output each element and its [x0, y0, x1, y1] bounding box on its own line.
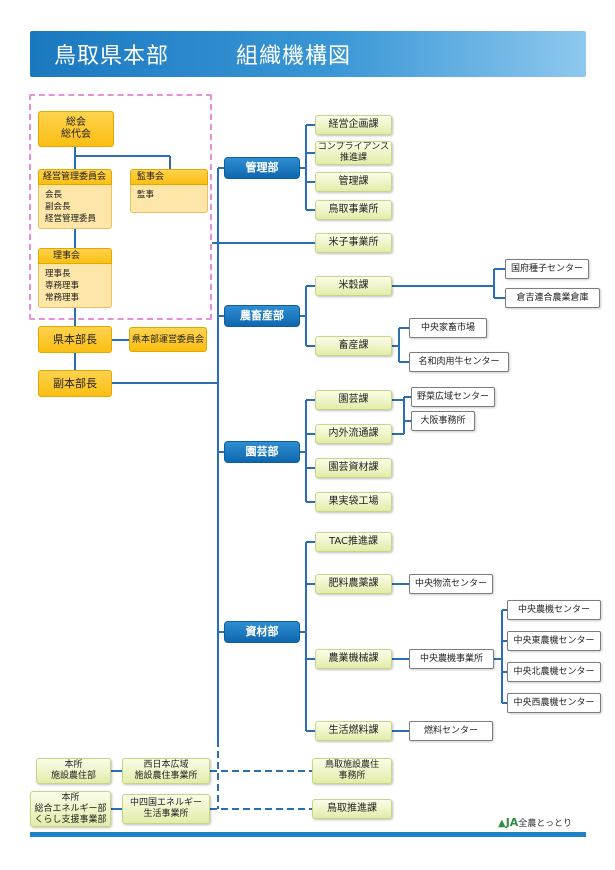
- management-committee-members: 会長 副会長 経営管理委員: [38, 185, 112, 229]
- ja-logo-icon: ▲: [498, 818, 506, 829]
- section-hiryo: 肥料農薬課: [315, 574, 392, 594]
- section-keiei-kikaku: 経営企画課: [315, 115, 392, 135]
- unit-yasai-center: 野菜広域センター: [411, 387, 495, 407]
- dept-kanri: 管理部: [224, 157, 300, 179]
- footer-rule: [30, 832, 586, 837]
- ja-logo-text: 全農とっとり: [518, 819, 573, 829]
- unit-chuo-kikai-jigyosho: 中央農機事業所: [409, 649, 494, 669]
- member-auditor: 監事: [137, 190, 155, 200]
- section-naigai: 内外流通課: [315, 424, 392, 444]
- general-meeting-box: 総会 総代会: [38, 111, 114, 147]
- general-meeting-label: 総会: [66, 117, 86, 128]
- unit-osaka-office: 大阪事務所: [411, 411, 475, 431]
- member-senior-director: 専務理事: [45, 281, 80, 291]
- member-vice-chairman: 副会長: [45, 202, 71, 212]
- unit-chuo-kachiku: 中央家畜市場: [409, 318, 487, 338]
- unit-nenryo-center: 燃料センター: [409, 721, 493, 741]
- section-tottori-suishin: 鳥取推進課: [312, 799, 392, 819]
- section-tottori-shisetsu: 鳥取施設農住 事務所: [312, 758, 392, 784]
- member-chairman: 会長: [45, 190, 63, 200]
- ja-logo: ▲JA全農とっとり: [498, 816, 572, 829]
- title-banner: 鳥取県本部 組織機構図: [30, 31, 586, 77]
- section-yonago-office: 米子事業所: [315, 233, 392, 253]
- section-tac: TAC推進課: [315, 532, 392, 552]
- section-engei: 園芸課: [315, 390, 392, 410]
- member-managing-director: 常務理事: [45, 293, 80, 303]
- audit-board-header: 監事会: [130, 169, 208, 185]
- ja-logo-mark: JA: [505, 816, 519, 829]
- title-organization: 鳥取県本部: [54, 44, 170, 69]
- section-seikatsu: 生活燃料課: [315, 721, 392, 741]
- unit-chuo-kita: 中央北農機センター: [507, 662, 601, 682]
- unit-nawa-niku: 名和肉用牛センター: [409, 352, 509, 372]
- board-header: 理事会: [38, 248, 112, 264]
- section-tottori-office: 鳥取事業所: [315, 200, 392, 220]
- audit-board-members: 監事: [130, 185, 208, 213]
- management-committee-header: 経営管理委員会: [38, 169, 112, 185]
- deputy-box: 副本部長: [38, 370, 112, 397]
- section-compliance: コンプライアンス 推進課: [315, 141, 392, 165]
- branch-honsho-energy: 本所 総合エネルギー部 くらし支援事業部: [30, 791, 111, 827]
- committee-box: 県本部運営委員会: [129, 327, 207, 352]
- delegates-meeting-label: 総代会: [61, 129, 91, 140]
- unit-chuo-butsuryu: 中央物流センター: [409, 574, 493, 594]
- branch-honsho-shisetsu: 本所 施設農住部: [36, 758, 111, 784]
- section-nogyo-kikai: 農業機械課: [315, 649, 392, 669]
- section-beikoku: 米穀課: [315, 276, 392, 296]
- branch-nishinihon: 西日本広域 施設農住事業所: [122, 758, 210, 784]
- dept-engei: 園芸部: [224, 441, 300, 463]
- title-chart: 組織機構図: [236, 44, 352, 69]
- dept-shizai: 資材部: [224, 621, 300, 643]
- unit-chuo-noki: 中央農機センター: [507, 600, 601, 620]
- section-engei-shizai: 園芸資材課: [315, 458, 392, 478]
- branch-chushikoku: 中四国エネルギー 生活事業所: [122, 794, 210, 824]
- governance-frame: [29, 94, 212, 320]
- member-committee: 経営管理委員: [45, 214, 97, 224]
- section-chikusan: 畜産課: [315, 336, 392, 356]
- head-box: 県本部長: [38, 326, 112, 353]
- section-kanri: 管理課: [315, 172, 392, 192]
- board-members: 理事長 専務理事 常務理事: [38, 264, 112, 308]
- section-kajitsu: 果実袋工場: [315, 492, 392, 512]
- unit-chuo-higashi: 中央東農機センター: [507, 631, 601, 651]
- unit-shushi-center: 国府種子センター: [505, 259, 589, 279]
- unit-chuo-nishi: 中央西農機センター: [507, 693, 601, 713]
- unit-kurayoshi-warehouse: 倉吉連合農業倉庫: [505, 288, 600, 308]
- dept-chikusan: 農畜産部: [224, 305, 300, 327]
- member-president: 理事長: [45, 269, 71, 279]
